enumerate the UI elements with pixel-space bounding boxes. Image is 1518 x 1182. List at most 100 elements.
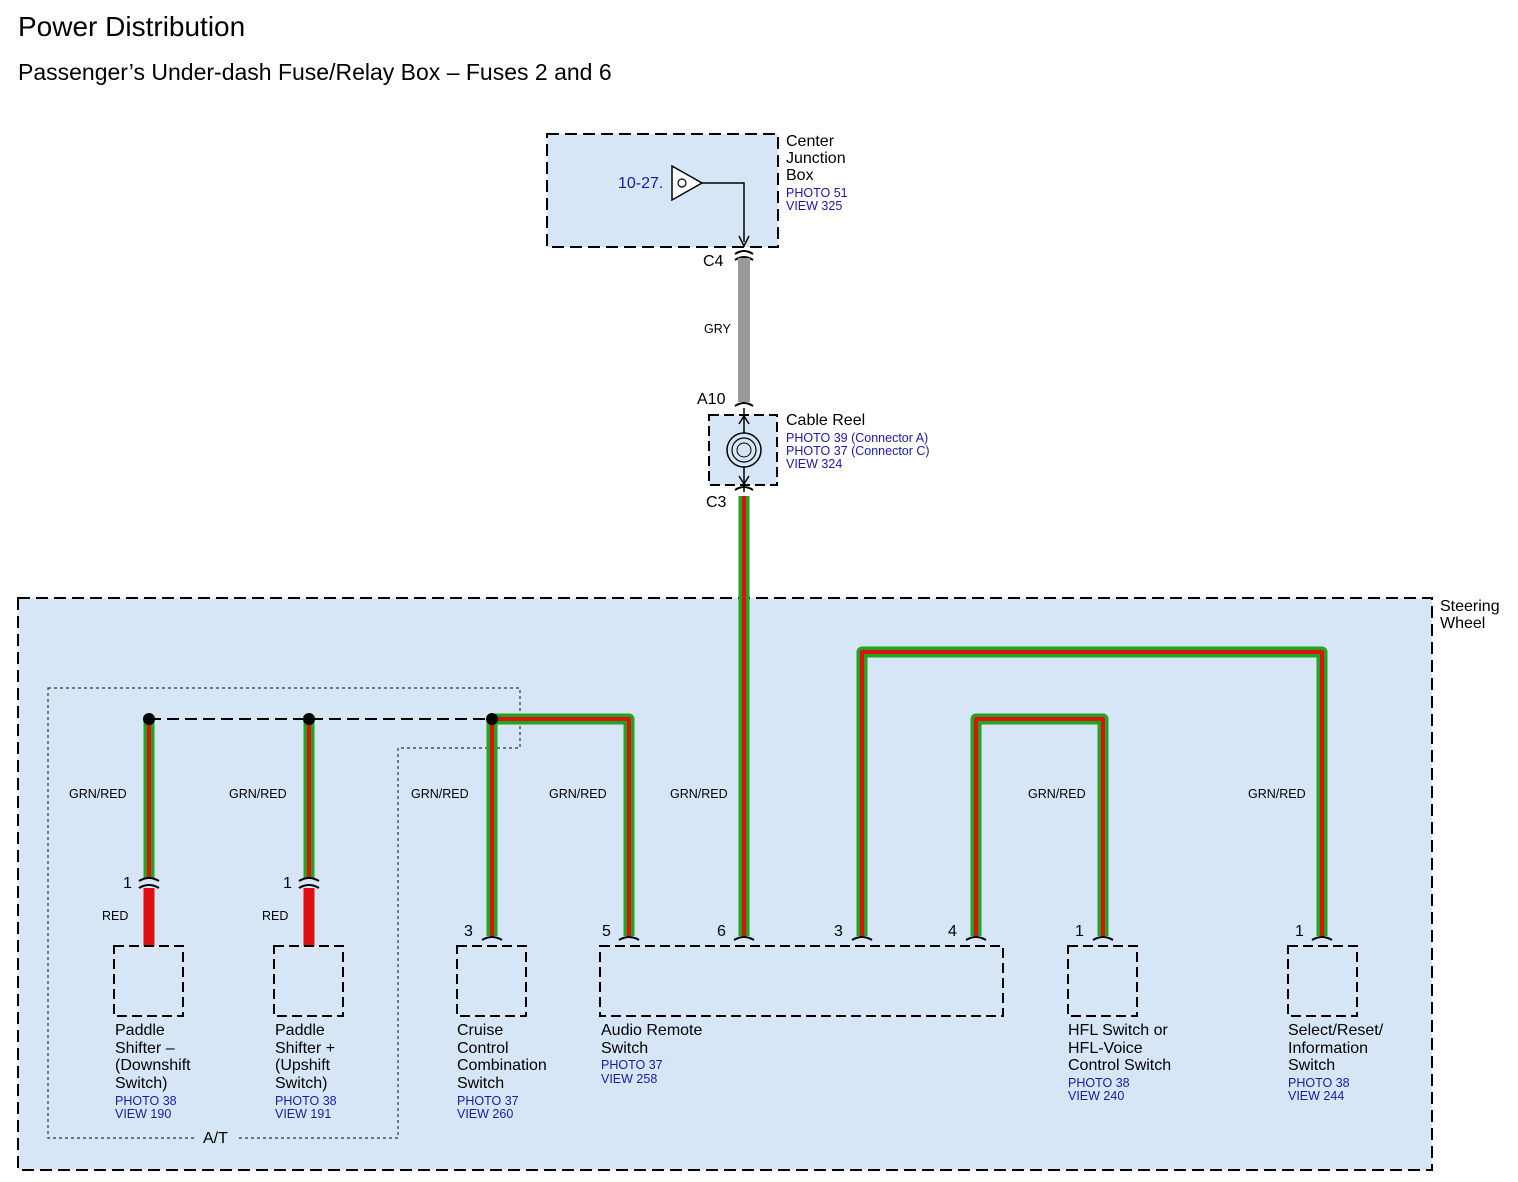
junction-arrow-icon <box>738 235 750 248</box>
connector-a10-icon <box>734 402 754 407</box>
hfl-label-1: HFL Switch or <box>1068 1022 1169 1039</box>
hfl-photo: PHOTO 38 <box>1068 1076 1130 1090</box>
audio-pin-3: 3 <box>834 923 843 940</box>
cruise-label-4: Switch <box>457 1075 504 1092</box>
audio-pin-6: 6 <box>717 923 726 940</box>
cruise-pin: 3 <box>464 923 473 940</box>
wire-label-cruise: GRN/RED <box>411 787 469 801</box>
pin-audio-4 <box>965 936 987 941</box>
paddle-down-label-2: Shifter – <box>115 1040 175 1057</box>
wire-label-main: GRN/RED <box>670 787 728 801</box>
connector-paddle-up-icon <box>298 877 320 889</box>
cable-reel-ref-1: PHOTO 39 (Connector A) <box>786 431 928 445</box>
paddle-up-label-3: (Upshift <box>275 1057 331 1074</box>
splice-point-1 <box>143 713 155 725</box>
page-reference: 10-27. <box>618 175 663 192</box>
audio-photo: PHOTO 37 <box>601 1058 663 1072</box>
select-view: VIEW 244 <box>1288 1089 1344 1103</box>
splice-point-2 <box>303 713 315 725</box>
paddle-up-pin: 1 <box>283 875 292 892</box>
paddle-up-label-2: Shifter + <box>275 1040 335 1057</box>
paddle-down-label-4: Switch) <box>115 1075 167 1092</box>
audio-remote-box <box>599 945 1004 1017</box>
paddle-up-label-4: Switch) <box>275 1075 327 1092</box>
cruise-label-1: Cruise <box>457 1022 503 1039</box>
cruise-labels: Cruise Control Combination Switch PHOTO … <box>457 1022 547 1121</box>
pin-audio-5 <box>618 936 640 941</box>
paddle-down-pin: 1 <box>123 875 132 892</box>
page-title: Power Distribution <box>18 11 245 42</box>
center-junction-box-photo: PHOTO 51 <box>786 186 848 200</box>
select-label-1: Select/Reset/ <box>1288 1022 1384 1039</box>
splice-point-3 <box>486 713 498 725</box>
hfl-label-3: Control Switch <box>1068 1057 1171 1074</box>
select-labels: Select/Reset/ Information Switch PHOTO 3… <box>1288 1022 1384 1103</box>
wire-label-red-up: RED <box>262 909 288 923</box>
cable-reel-ref-3: VIEW 324 <box>786 457 842 471</box>
pin-hfl-1 <box>1092 936 1114 941</box>
select-photo: PHOTO 38 <box>1288 1076 1350 1090</box>
steering-wheel-label-2: Wheel <box>1440 615 1485 632</box>
center-junction-box-label-2: Junction <box>786 150 846 167</box>
connector-c3-label: C3 <box>706 494 727 511</box>
connector-paddle-down-icon <box>138 877 160 889</box>
paddle-down-labels: Paddle Shifter – (Downshift Switch) PHOT… <box>115 1022 191 1121</box>
cable-reel-label: Cable Reel <box>786 412 865 429</box>
page-subtitle: Passenger’s Under-dash Fuse/Relay Box – … <box>18 59 612 85</box>
select-box <box>1287 945 1358 1017</box>
paddle-down-view: VIEW 190 <box>115 1107 171 1121</box>
wire-label-select: GRN/RED <box>1248 787 1306 801</box>
connector-a10-label: A10 <box>697 391 726 408</box>
cruise-view: VIEW 260 <box>457 1107 513 1121</box>
at-group-label: A/T <box>203 1130 228 1147</box>
cable-reel-ref-2: PHOTO 37 (Connector C) <box>786 444 930 458</box>
select-label-2: Information <box>1288 1040 1368 1057</box>
paddle-down-box <box>113 945 184 1017</box>
wire-label-hfl: GRN/RED <box>1028 787 1086 801</box>
component-pin-connectors <box>481 936 1333 941</box>
audio-labels: Audio Remote Switch PHOTO 37 VIEW 258 <box>601 1022 702 1086</box>
cable-reel-arrow-down-icon <box>738 475 750 486</box>
hfl-box <box>1067 945 1138 1017</box>
paddle-up-labels: Paddle Shifter + (Upshift Switch) PHOTO … <box>275 1022 337 1121</box>
wire-label-audio-5: GRN/RED <box>549 787 607 801</box>
paddle-up-photo: PHOTO 38 <box>275 1094 337 1108</box>
wire-cruise-red <box>490 717 631 936</box>
paddle-up-box <box>273 945 344 1017</box>
pin-cruise-3 <box>481 936 503 941</box>
wire-label-paddle-down: GRN/RED <box>69 787 127 801</box>
paddle-up-view: VIEW 191 <box>275 1107 331 1121</box>
hfl-pin: 1 <box>1075 923 1084 940</box>
hfl-labels: HFL Switch or HFL-Voice Control Switch P… <box>1068 1022 1171 1103</box>
audio-label-2: Switch <box>601 1040 648 1057</box>
paddle-down-photo: PHOTO 38 <box>115 1094 177 1108</box>
wire-select-red <box>860 650 1324 936</box>
hfl-label-2: HFL-Voice <box>1068 1040 1143 1057</box>
fuse-triangle-icon <box>671 164 704 202</box>
pin-audio-3 <box>851 936 873 941</box>
steering-wheel-box <box>17 597 1433 1171</box>
hfl-view: VIEW 240 <box>1068 1089 1124 1103</box>
cable-reel-icon-core <box>736 442 752 458</box>
audio-view: VIEW 258 <box>601 1072 657 1086</box>
cruise-label-3: Combination <box>457 1057 547 1074</box>
cruise-label-2: Control <box>457 1040 509 1057</box>
cable-reel-arrow-up-icon <box>738 414 750 425</box>
cruise-photo: PHOTO 37 <box>457 1094 519 1108</box>
grn-red-wires <box>143 496 1328 946</box>
audio-pin-5: 5 <box>602 923 611 940</box>
at-label-backdrop <box>196 1128 236 1144</box>
paddle-down-label-3: (Downshift <box>115 1057 191 1074</box>
center-junction-box-view: VIEW 325 <box>786 199 842 213</box>
junction-internal-line <box>702 182 745 242</box>
center-junction-box <box>546 133 779 248</box>
at-group-outline <box>47 687 521 1139</box>
wire-label-red-down: RED <box>102 909 128 923</box>
center-junction-box-label-3: Box <box>786 167 814 184</box>
pin-audio-6 <box>733 936 755 941</box>
center-junction-box-label-1: Center <box>786 133 835 150</box>
cruise-box <box>456 945 527 1017</box>
connector-c4-icon <box>734 250 754 255</box>
wire-label-paddle-up: GRN/RED <box>229 787 287 801</box>
